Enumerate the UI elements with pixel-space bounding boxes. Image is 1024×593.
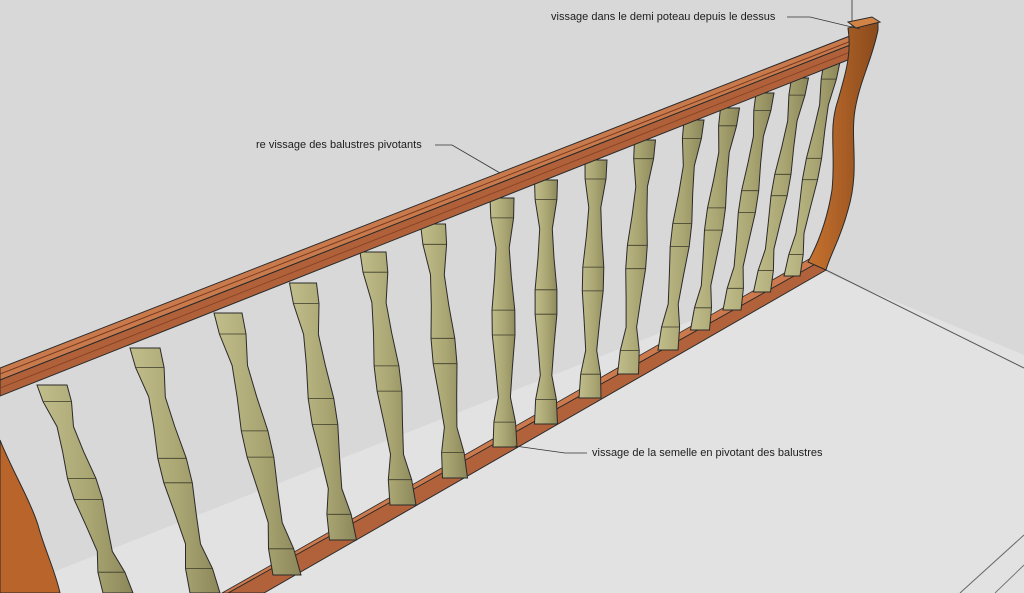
handrail-front-line bbox=[0, 44, 869, 389]
left-newel-post bbox=[0, 439, 61, 593]
half-newel-post bbox=[807, 16, 882, 271]
floor-wall-edge bbox=[821, 267, 1024, 369]
floor-right-edge-2 bbox=[994, 564, 1024, 593]
baluster bbox=[288, 282, 358, 541]
annotation-rail-screw: re vissage des balustres pivotants bbox=[256, 139, 422, 151]
baluster bbox=[578, 159, 608, 399]
baluster bbox=[689, 107, 741, 331]
baluster bbox=[359, 251, 417, 506]
balusters bbox=[36, 61, 841, 593]
baluster bbox=[616, 139, 657, 375]
baluster bbox=[752, 77, 810, 293]
annotation-sole-screw: vissage de la semelle en pivotant des ba… bbox=[592, 447, 823, 459]
baluster bbox=[36, 384, 134, 593]
annotation-post-screw: vissage dans le demi poteau depuis le de… bbox=[551, 11, 776, 23]
baluster bbox=[129, 347, 221, 593]
baluster bbox=[657, 119, 705, 351]
handrail-groove bbox=[0, 35, 865, 375]
baluster bbox=[533, 179, 559, 425]
baluster bbox=[722, 92, 775, 311]
baluster bbox=[489, 197, 518, 448]
floor-right-edge bbox=[959, 534, 1024, 593]
leader-rail bbox=[435, 144, 501, 174]
leader-sole bbox=[514, 445, 587, 454]
leader-post bbox=[787, 16, 861, 30]
baluster bbox=[213, 312, 302, 576]
baluster bbox=[419, 223, 469, 479]
baluster bbox=[783, 61, 841, 277]
